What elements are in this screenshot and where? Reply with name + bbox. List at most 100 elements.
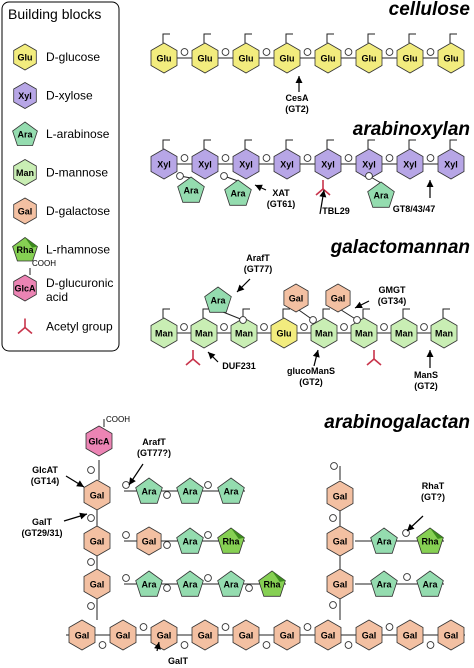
acetyl-arm-right: [192, 358, 201, 366]
arabinogalactan-side-ara: Ara: [135, 570, 163, 597]
gal-shape: [109, 619, 137, 651]
reducing-end-flag: [202, 308, 210, 318]
galactomannan-acetyl-icon-2: [366, 350, 382, 366]
residue-label: Ara: [210, 295, 226, 305]
residue-label: Man: [315, 328, 333, 338]
reducing-end-flag: [402, 308, 410, 318]
arabinogalactan-linkage-ring: [87, 514, 95, 522]
arabinogalactan-linkage-ring: [262, 641, 271, 649]
gal-shape: [355, 619, 383, 651]
residue-label: Glu: [239, 53, 254, 63]
galactomannan-linkage-ring: [353, 316, 361, 324]
residue-label: Gal: [90, 490, 105, 500]
reducing-end-flag: [367, 139, 375, 149]
xyl-shape: [437, 148, 465, 180]
reducing-end-flag: [285, 139, 293, 149]
gal-shape: [232, 619, 260, 651]
arabinogalactan-right-gal: Gal: [326, 480, 354, 512]
residue-label: Gal: [75, 630, 90, 640]
man-shape: [390, 317, 418, 349]
rhamnose-deoxy-mark: [25, 237, 38, 248]
arrow-head: [355, 301, 363, 308]
arabinogalactan-linkage-ring: [403, 573, 411, 581]
reducing-end-flag: [203, 33, 211, 43]
arabinoxylan-backbone-xyl: Xyl: [191, 148, 219, 180]
arabinogalactan-right-ara-3: Ara: [416, 570, 444, 597]
legend-cooh: COOH: [32, 259, 56, 268]
enzyme-label-line: (GT77): [244, 264, 273, 274]
galactomannan-linkage-ring: [220, 323, 228, 331]
residue-label: Xyl: [239, 159, 253, 169]
arabinoxylan-side-ara: Ara: [177, 176, 205, 203]
reducing-end-flag: [162, 33, 170, 43]
arabinoxylan-linkage-ring: [344, 154, 353, 162]
arabinoxylan-backbone-xyl: Xyl: [314, 148, 342, 180]
arrow-head: [295, 76, 303, 83]
gal-shape: [326, 568, 354, 600]
acetyl-arm-right: [24, 326, 33, 335]
arrow-head: [312, 350, 320, 358]
galactomannan-backbone-man: Man: [430, 317, 458, 349]
legend-swatch-man: Man: [13, 159, 37, 186]
residue-label: Xyl: [321, 159, 335, 169]
gal-shape: [326, 480, 354, 512]
arabinogalactan-linkage-ring: [122, 574, 130, 582]
enzyme-label-line: ArafT: [142, 437, 166, 447]
arabinogalactan-side-ara: Ara: [217, 570, 245, 597]
enzyme-label-line: (GT34): [378, 296, 407, 306]
arabinoxylan-linkage-ring: [365, 172, 373, 180]
reducing-end-flag: [408, 139, 416, 149]
residue-label: Man: [195, 328, 213, 338]
residue-label: Xyl: [444, 159, 458, 169]
legend-label-glca-2: acid: [46, 290, 68, 304]
xyl-shape: [396, 148, 424, 180]
reducing-end-flag: [449, 33, 457, 43]
residue-label: Man: [235, 328, 253, 338]
galactomannan-backbone-man: Man: [190, 317, 218, 349]
residue-label: Gal: [239, 630, 254, 640]
arabinoxylan-linkage-ring: [426, 154, 435, 162]
residue-label: Man: [16, 168, 34, 178]
residue-label: Rha: [263, 579, 281, 589]
glu-shape: [437, 42, 465, 74]
arabinoxylan-side-ara: Ara: [224, 179, 252, 206]
arabinoxylan-linkage-ring: [385, 154, 394, 162]
arabinogalactan-linkage-ring: [245, 584, 253, 592]
gal-shape: [83, 525, 111, 557]
galactomannan-side-gal: Gal: [283, 283, 309, 313]
cellulose-linkage-ring: [426, 48, 435, 56]
galactomannan-linkage-ring: [380, 323, 388, 331]
cellulose-linkage-ring: [262, 48, 271, 56]
man-shape: [310, 317, 338, 349]
arabinogalactan-linkage-ring: [330, 462, 338, 470]
residue-label: Gal: [403, 630, 418, 640]
residue-label: Gal: [333, 536, 348, 546]
reducing-end-flag: [326, 139, 334, 149]
acetyl-arm-left: [366, 358, 375, 366]
residue-label: GlcA: [14, 283, 36, 293]
man-shape: [150, 317, 178, 349]
residue-label: Gal: [333, 579, 348, 589]
arabinogalactan-enzyme-glcat: GlcAT(GT14): [31, 465, 60, 486]
arabinogalactan-right-rha: Rha: [416, 527, 444, 554]
arabinoxylan-linkage-ring: [180, 154, 189, 162]
legend-title: Building blocks: [8, 6, 101, 22]
galactomannan-backbone-glu: Glu: [270, 317, 298, 349]
arabinogalactan-backbone-gal: Gal: [109, 619, 137, 651]
legend-swatch-glca: GlcA: [13, 274, 37, 302]
residue-label: Gal: [142, 536, 157, 546]
cellulose-backbone-glu: Glu: [396, 42, 424, 74]
residue-label: Ara: [422, 579, 438, 589]
residue-label: Ara: [230, 188, 246, 198]
enzyme-label-line: XAT: [272, 188, 290, 198]
arabinogalactan-backbone-gal: Gal: [68, 619, 96, 651]
arrow-head: [129, 477, 136, 485]
enzyme-label-line: GlcAT: [32, 465, 58, 475]
residue-label: Ara: [223, 579, 239, 589]
residue-label: Man: [435, 328, 453, 338]
galactomannan-enzyme-mans: ManS(GT2): [414, 370, 438, 391]
galactomannan-backbone-man: Man: [310, 317, 338, 349]
residue-label: Rha: [421, 536, 439, 546]
arabinogalactan-cooh: COOH: [106, 415, 130, 424]
